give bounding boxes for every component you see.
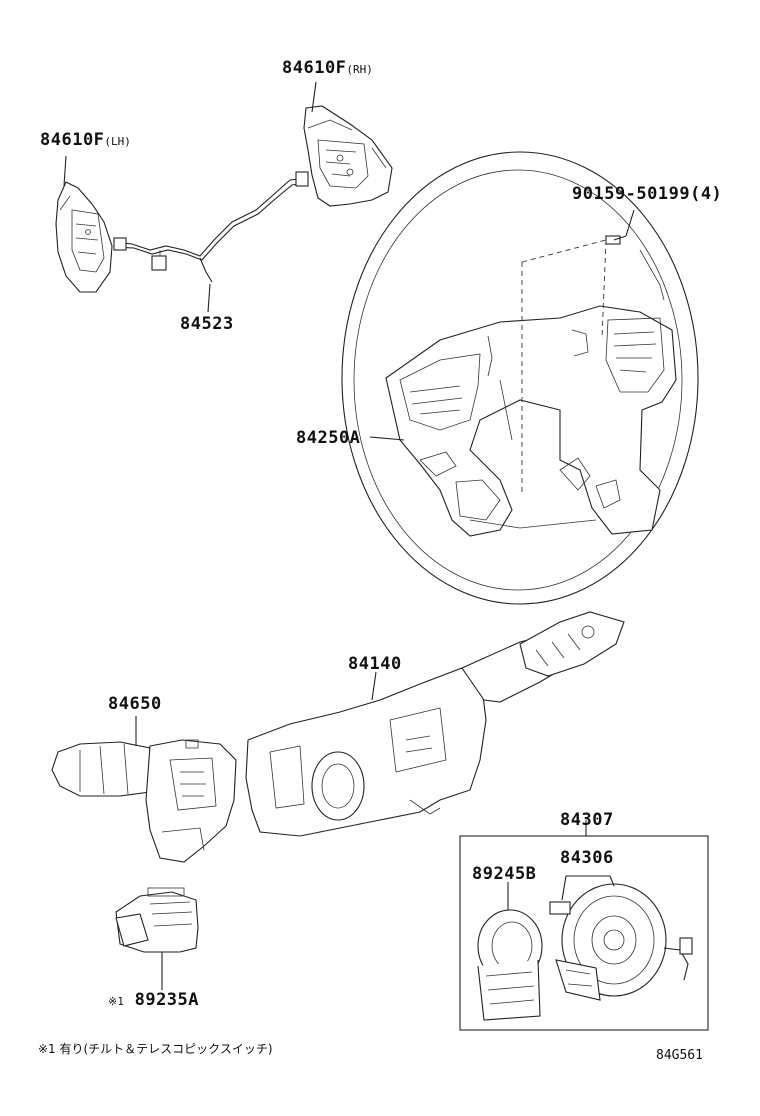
label-combination-switch: 84140 (348, 654, 402, 674)
label-spiral-cable: 84306 (560, 848, 614, 868)
label-wheel-switch: 84250A (296, 428, 361, 448)
label-lever-switch: 84650 (108, 694, 162, 714)
lever-switch-part (51, 739, 237, 863)
label-switch-lh: 84610F(LH) (40, 130, 131, 150)
footnote: ※1 有り(チルト＆テレスコピックスイッチ) (38, 1042, 273, 1056)
label-switch-rh: 84610F(RH) (282, 58, 373, 78)
leader-switch-lh (63, 155, 67, 187)
wire-harness-part (113, 171, 309, 283)
steering-sensor-part (477, 909, 543, 1021)
label-wire: 84523 (180, 314, 234, 334)
spiral-cable-box (459, 835, 709, 1031)
screw-guide (521, 239, 607, 492)
label-spiral-assy: 84307 (560, 810, 614, 830)
label-tilt-switch: ※1 89235A (108, 990, 200, 1010)
figure-code: 84G561 (656, 1048, 703, 1063)
spiral-cable-part (549, 883, 693, 1001)
tilt-switch-part (115, 887, 199, 953)
label-screw: 90159-50199(4) (572, 184, 723, 204)
leader-wheel-switch (369, 436, 405, 441)
leader-spiral-cable-b (609, 875, 615, 887)
combination-switch-part (245, 611, 625, 837)
leader-switch-rh (311, 81, 317, 113)
label-steering-sensor: 89245B (472, 864, 537, 884)
switch-lh-part (55, 181, 113, 293)
leader-combination-switch (371, 671, 377, 701)
steering-wheel (341, 151, 699, 605)
leader-wire (207, 283, 211, 313)
switch-rh-part (303, 105, 393, 207)
leader-spiral-cable-a (561, 875, 567, 901)
